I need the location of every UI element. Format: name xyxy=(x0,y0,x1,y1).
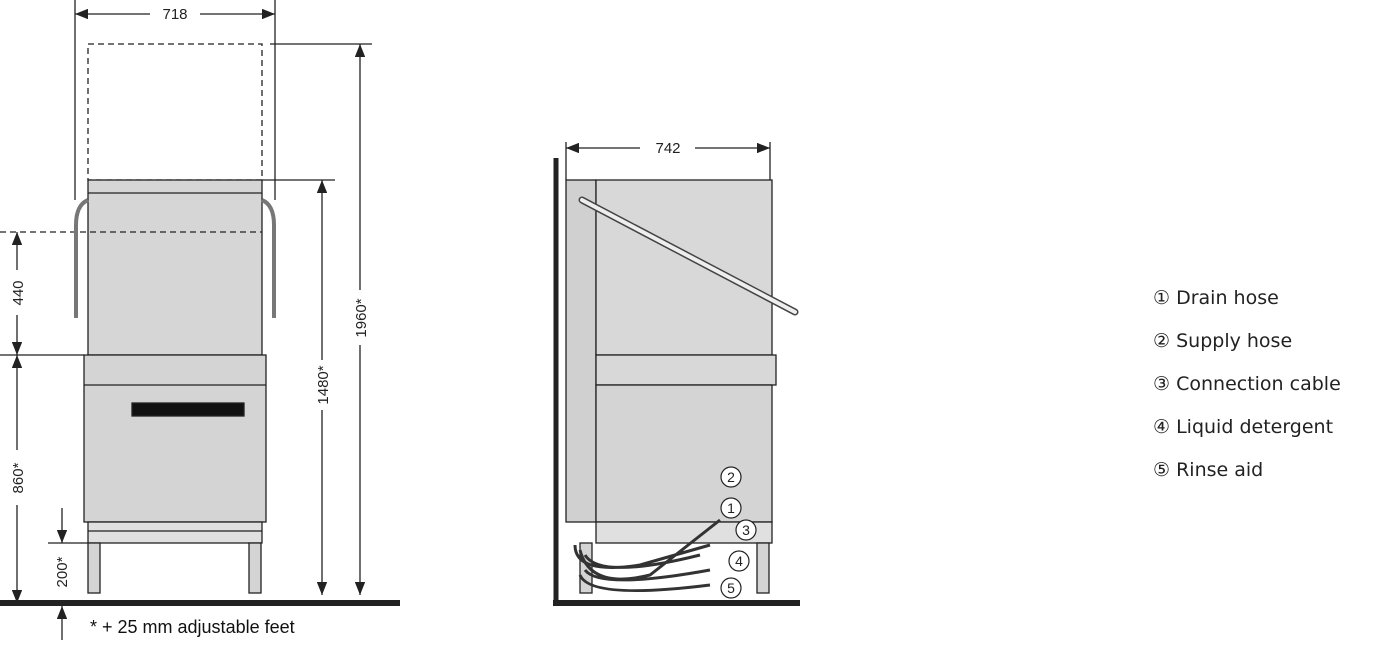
legend-label: Drain hose xyxy=(1176,287,1279,309)
legend-item: ① Drain hose xyxy=(1153,284,1341,327)
legend-item: ② Supply hose xyxy=(1153,327,1341,370)
legend-number: ② xyxy=(1153,330,1171,352)
open-hood-outline xyxy=(87,43,263,181)
hood-dim-label: 440 xyxy=(10,280,27,305)
legend-number: ③ xyxy=(1153,373,1171,395)
callout-5: 5 xyxy=(727,580,735,596)
side-view xyxy=(553,142,800,606)
legend-item: ③ Connection cable xyxy=(1153,370,1341,413)
left-leg xyxy=(87,542,101,594)
hoses xyxy=(573,518,721,593)
legend-label: Liquid detergent xyxy=(1176,416,1334,438)
callout-2: 2 xyxy=(727,469,735,485)
closed-height-dim-label: 1480* xyxy=(315,365,332,404)
legend-item: ④ Liquid detergent xyxy=(1153,413,1341,456)
legend: ① Drain hose ② Supply hose ③ Connection … xyxy=(1153,284,1341,499)
width-dim-label: 718 xyxy=(162,6,187,23)
open-height-dim-label: 1960* xyxy=(353,298,370,337)
legend-label: Supply hose xyxy=(1176,330,1293,352)
table-height-dim-label: 860* xyxy=(10,462,27,493)
legend-number: ④ xyxy=(1153,416,1171,438)
legend-label: Rinse aid xyxy=(1176,459,1264,481)
right-leg xyxy=(248,542,262,594)
callout-3: 3 xyxy=(742,522,750,538)
legend-number: ① xyxy=(1153,287,1171,309)
front-view xyxy=(0,0,400,640)
right-handle xyxy=(261,198,276,318)
callout-1: 1 xyxy=(727,500,735,516)
footnote: * + 25 mm adjustable feet xyxy=(90,617,295,637)
hood xyxy=(87,179,263,356)
legend-number: ⑤ xyxy=(1153,459,1171,481)
leg-dim-label: 200* xyxy=(54,556,71,587)
legend-label: Connection cable xyxy=(1176,373,1341,395)
legend-item: ⑤ Rinse aid xyxy=(1153,456,1341,499)
control-panel xyxy=(131,402,245,417)
depth-dim-label: 742 xyxy=(655,140,680,157)
callout-4: 4 xyxy=(735,553,743,569)
left-handle xyxy=(74,198,89,318)
